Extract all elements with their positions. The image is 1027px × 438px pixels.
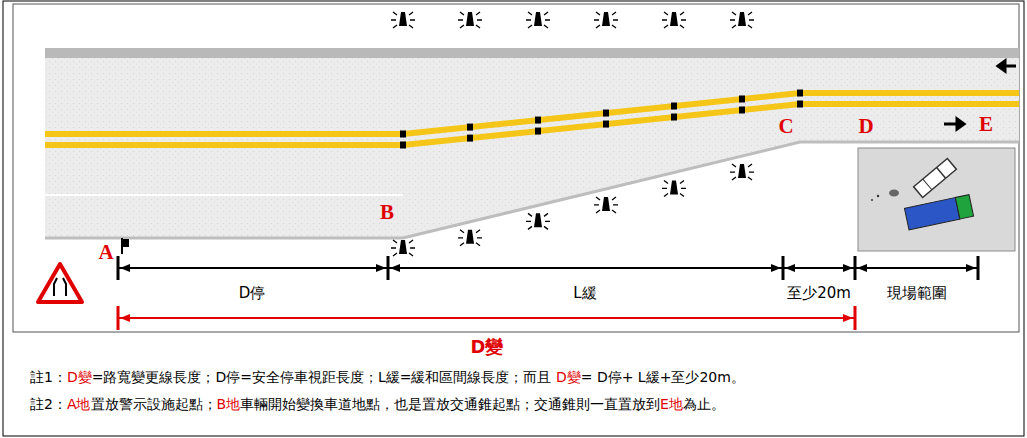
debris (871, 199, 873, 201)
note-text: B地 (217, 396, 241, 412)
traffic-arrow (998, 61, 1016, 71)
dimension-lines (118, 256, 978, 330)
note-text: 註2： (30, 396, 67, 412)
traffic-arrow (944, 119, 964, 129)
note-line: 註1：D變=路寬變更線長度；D停=安全停車視距長度；L緩=緩和區間線長度；而且 … (30, 368, 745, 386)
traffic-cones (391, 12, 754, 256)
site-area (858, 148, 1015, 251)
point-letter: C (778, 114, 793, 139)
note-text: 車輛開始變換車道地點，也是置放交通錐起點；交通錐則一直置放到 (240, 396, 660, 412)
center-line (45, 104, 1019, 145)
inner-frame (13, 4, 1019, 332)
road-edge (45, 48, 1019, 58)
shoulder-line (45, 194, 403, 196)
note-text: D變 (556, 369, 581, 385)
note-text: = D停+ L緩+至少20m。 (581, 369, 745, 385)
point-letter: D (858, 114, 873, 139)
total-dimension-label: D變 (471, 336, 504, 358)
dimension-label: 現場範圍 (887, 284, 947, 302)
dimension-label: D停 (239, 284, 266, 302)
debris (889, 190, 899, 197)
note-text: 註1： (30, 369, 67, 385)
point-letter: B (380, 200, 394, 225)
warning-post (122, 238, 129, 254)
warning-sign (38, 264, 82, 302)
note-text: =路寬變更線長度；D停=安全停車視距長度；L緩=緩和區間線長度；而且 (92, 369, 556, 385)
point-letter: A (98, 240, 113, 265)
note-text: D變 (67, 369, 92, 385)
note-line: 註2：A地置放警示設施起點；B地車輛開始變換車道地點，也是置放交通錐起點；交通錐… (30, 395, 725, 413)
car-icon (914, 158, 957, 197)
debris (877, 195, 879, 197)
note-text: 置放警示設施起點； (91, 396, 217, 412)
note-text: A地 (67, 396, 91, 412)
point-letter: E (979, 112, 993, 137)
note-text: 為止。 (683, 396, 725, 412)
truck-icon (904, 195, 973, 230)
note-text: E地 (660, 396, 683, 412)
outer-frame (3, 1, 1024, 436)
dimension-label: 至少20m (787, 284, 851, 302)
center-line-marks (400, 90, 803, 149)
dimension-label: L緩 (573, 284, 596, 302)
